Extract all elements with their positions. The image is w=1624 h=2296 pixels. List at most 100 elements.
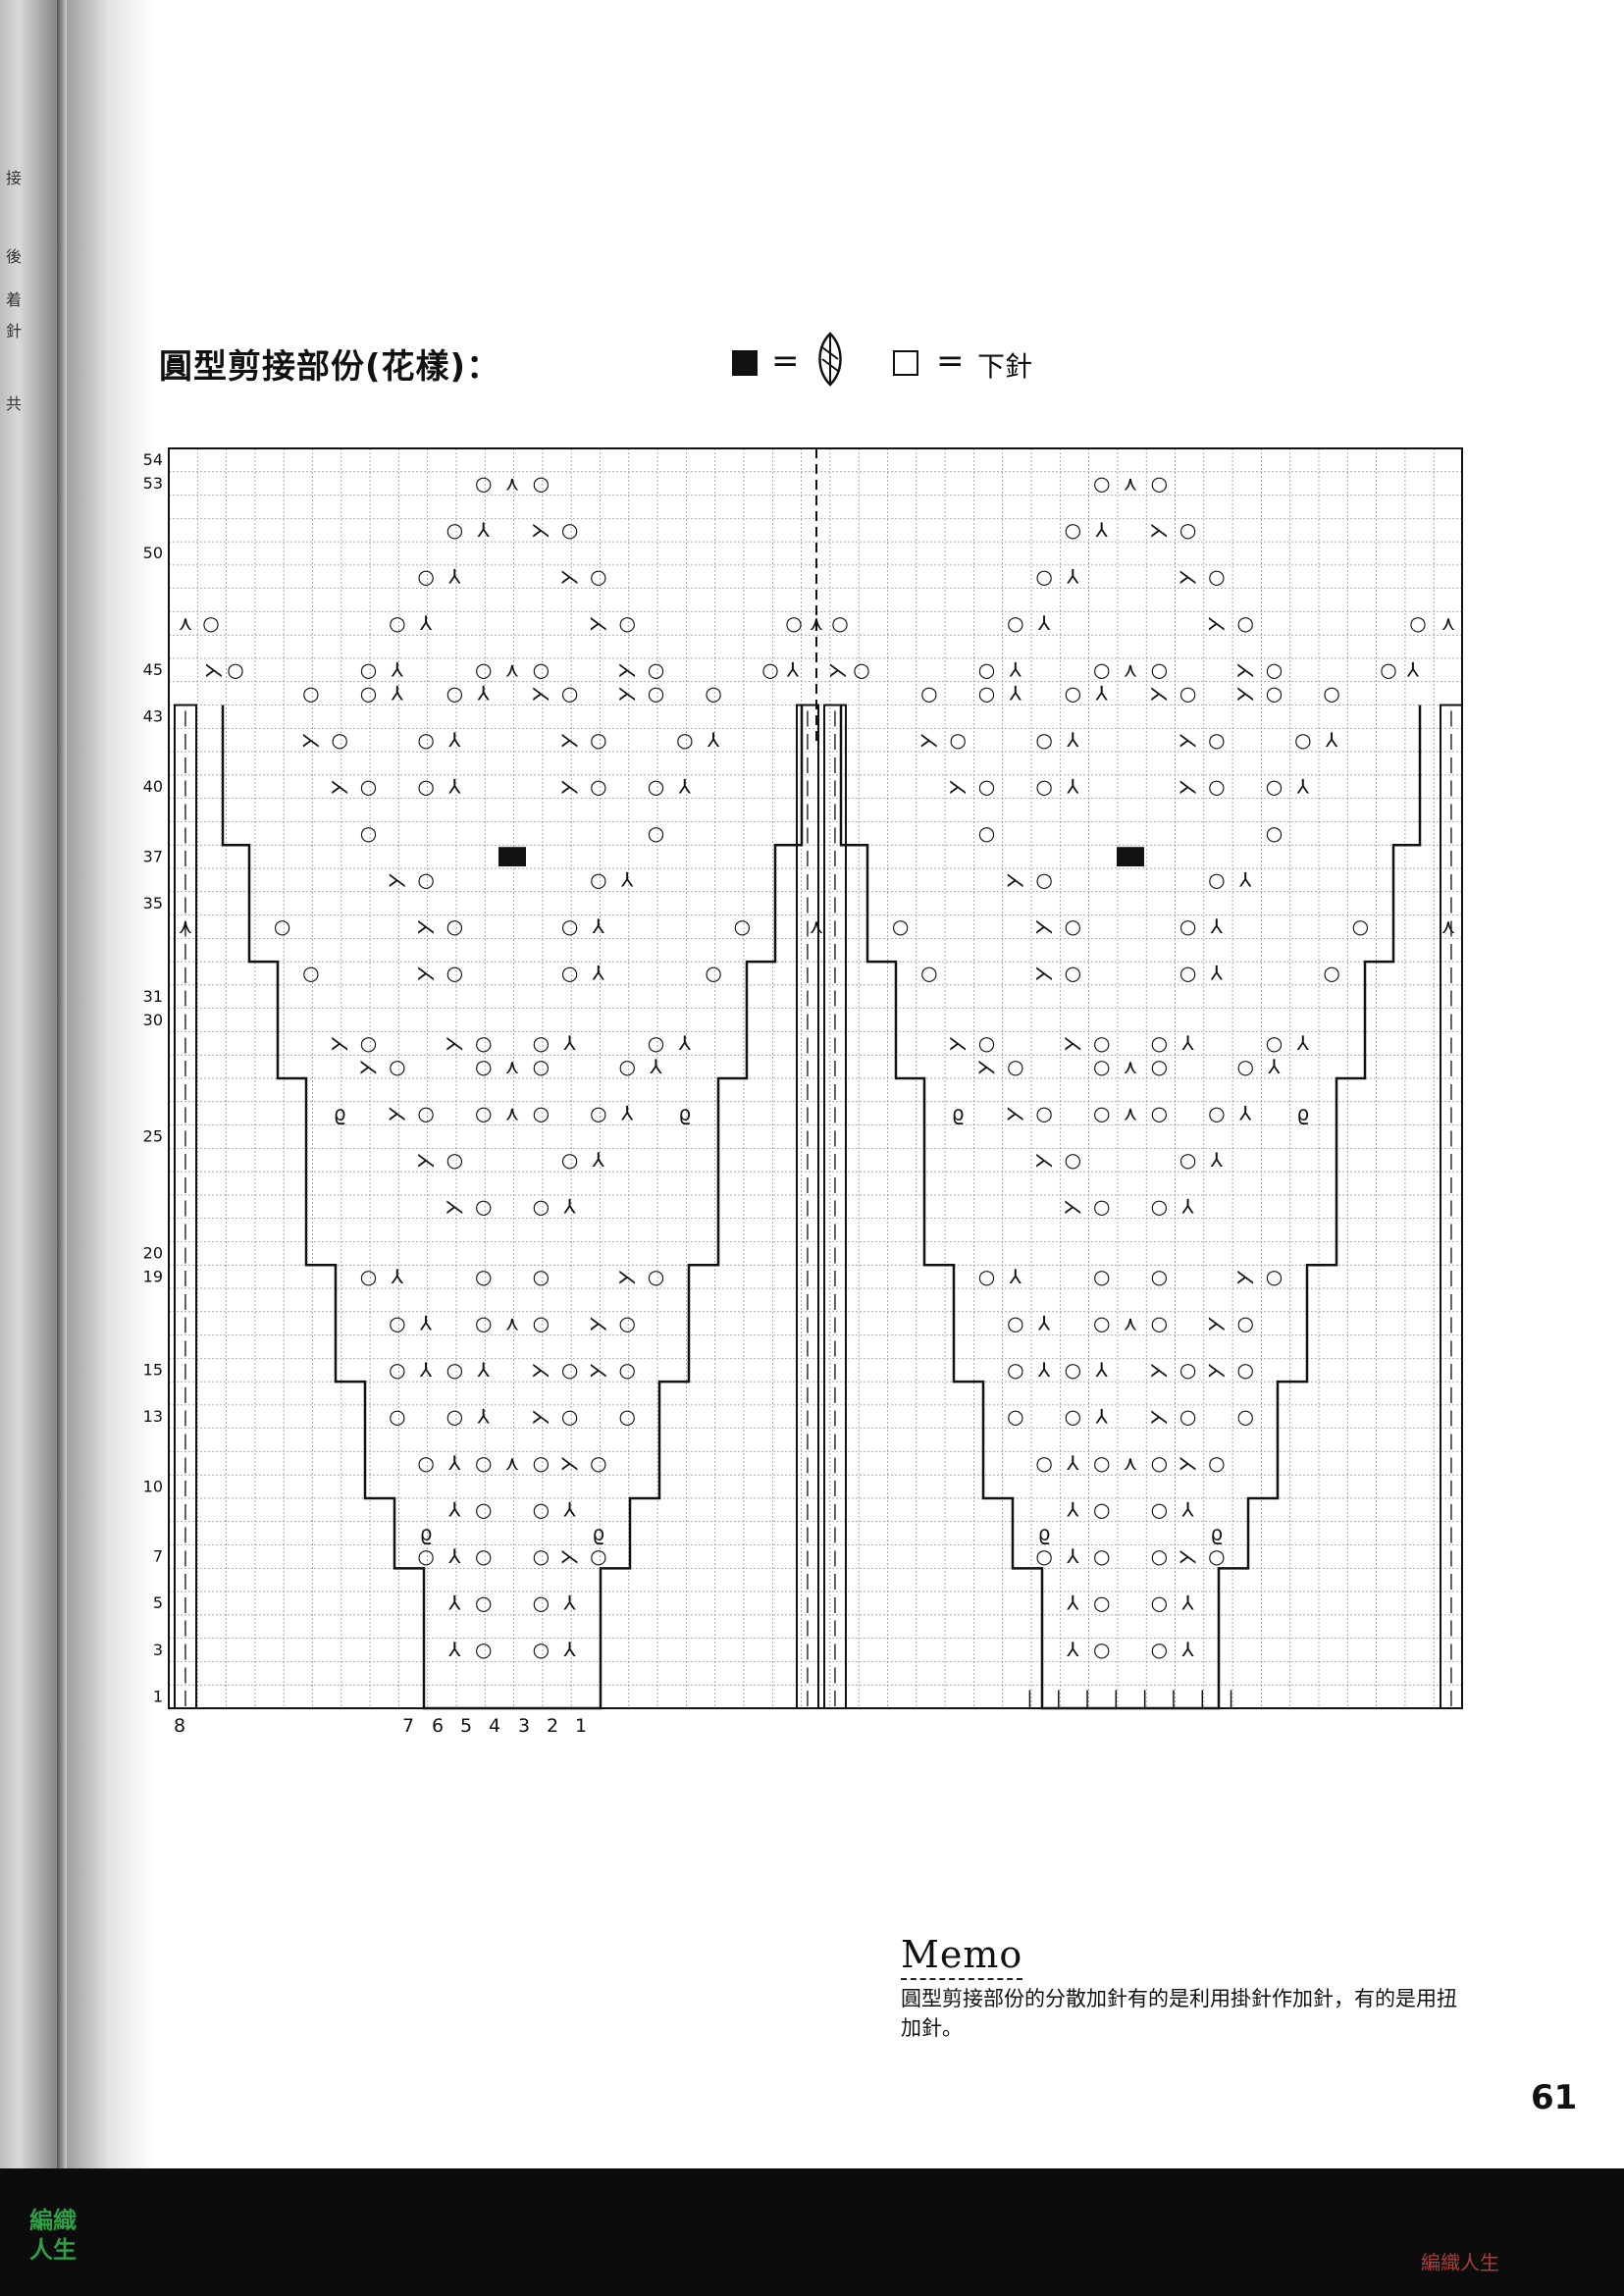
purl-mark: | — [805, 824, 810, 843]
stitch-symbol-yo: ○ — [949, 728, 966, 752]
stitch-symbol-yo: ○ — [1208, 868, 1225, 892]
stitch-symbol-yo: ○ — [360, 821, 377, 845]
column-number-label: 5 — [460, 1715, 472, 1737]
stitch-symbol-ssk: ⋋ — [560, 1544, 580, 1568]
purl-mark: | — [183, 1408, 187, 1427]
stitch-symbol-yo: ○ — [590, 1101, 606, 1124]
purl-mark: | — [1199, 1688, 1205, 1708]
purl-mark: | — [805, 1408, 810, 1427]
stitch-symbol-yo: ○ — [227, 658, 243, 682]
purl-mark: | — [1448, 1618, 1453, 1637]
purl-mark: | — [1448, 1525, 1453, 1543]
purl-mark: | — [832, 1034, 837, 1053]
stitch-symbol-yo: ○ — [1179, 1404, 1196, 1428]
purl-mark: | — [805, 1315, 810, 1333]
stitch-symbol-cdd: ⋏ — [1124, 471, 1138, 495]
purl-mark: | — [805, 1525, 810, 1543]
legend-equals-1: = — [771, 341, 800, 381]
column-number-label: 7 — [402, 1715, 414, 1737]
stitch-symbol-yo: ○ — [1065, 1358, 1081, 1382]
purl-mark: | — [1448, 1127, 1453, 1146]
stitch-symbol-yo: ○ — [446, 1148, 463, 1172]
stitch-symbol-k2tog: ⅄ — [1037, 611, 1051, 635]
stitch-symbol-yo: ○ — [446, 518, 463, 542]
purl-mark: | — [805, 731, 810, 750]
purl-mark: | — [832, 1058, 837, 1076]
stitch-symbol-yo: ○ — [1035, 774, 1052, 798]
stitch-symbol-yo: ○ — [590, 1544, 606, 1568]
purl-mark: | — [805, 895, 810, 913]
stitch-symbol-k2tog: ⅄ — [562, 1592, 576, 1615]
purl-mark: | — [805, 1081, 810, 1100]
column-number-label: 4 — [489, 1715, 500, 1737]
stitch-symbol-k2tog: ⅄ — [477, 681, 491, 704]
row-number-label: 30 — [143, 1011, 163, 1029]
stitch-symbol-yo: ○ — [561, 962, 578, 985]
filled-square-icon — [732, 350, 758, 376]
stitch-symbol-ssk: ⋋ — [330, 1031, 349, 1055]
stitch-symbol-yo: ○ — [1208, 1451, 1225, 1475]
stitch-symbol-ssk: ⋋ — [948, 774, 968, 798]
purl-mark: | — [832, 1384, 837, 1403]
stitch-symbol-cdd: ⋏ — [505, 471, 520, 495]
legend-knit-label: 下針 — [977, 350, 1033, 383]
stitch-symbol-yo: ○ — [1266, 1265, 1283, 1288]
stitch-symbol-k2tog: ⅄ — [1066, 728, 1079, 752]
stitch-symbol-ssk: ⋋ — [560, 774, 580, 798]
purl-mark: | — [832, 1618, 837, 1637]
purl-mark: | — [805, 1478, 810, 1496]
purl-mark: | — [1084, 1688, 1090, 1708]
stitch-symbol-ssk: ⋋ — [589, 1358, 608, 1382]
stitch-symbol-yo: ○ — [1065, 962, 1081, 985]
stitch-symbol-cdd: ⋏ — [1124, 1055, 1138, 1078]
purl-mark: | — [805, 988, 810, 1007]
stitch-symbol-yo: ○ — [1151, 471, 1168, 495]
row-number-label: 7 — [153, 1547, 163, 1566]
stitch-symbol-yo: ○ — [1151, 1101, 1168, 1124]
stitch-symbol-ssk: ⋋ — [617, 681, 637, 704]
stitch-symbol-ssk: ⋋ — [1235, 1265, 1255, 1288]
stitch-symbol-k2tog: ⅄ — [649, 1055, 662, 1078]
stitch-symbol-yo: ○ — [533, 1592, 550, 1615]
purl-mark: | — [1026, 1688, 1032, 1708]
stitch-symbol-yo: ○ — [533, 1194, 550, 1218]
purl-mark: | — [1448, 1058, 1453, 1076]
book-spine-shadow — [0, 0, 157, 2168]
stitch-symbol-k2tog: ⅄ — [786, 658, 800, 682]
stitch-symbol-ssk: ⋋ — [560, 728, 580, 752]
purl-mark: | — [183, 755, 187, 773]
purl-mark: | — [832, 1642, 837, 1660]
leaf-stitch-icon — [818, 332, 842, 387]
stitch-symbol-k2tog: ⅄ — [447, 1638, 461, 1661]
stitch-symbol-yo: ○ — [1093, 1592, 1110, 1615]
row-number-label: 3 — [153, 1641, 163, 1659]
purl-mark: | — [832, 1688, 837, 1706]
purl-mark: | — [183, 1127, 187, 1146]
stitch-symbol-cdd: ⋏ — [505, 1311, 520, 1334]
stitch-symbol-yo: ○ — [475, 1592, 492, 1615]
stitch-symbol-cdd: ⋏ — [505, 658, 520, 682]
stitch-symbol-k2tog: ⅄ — [1095, 518, 1109, 542]
stitch-symbol-yo: ○ — [446, 1358, 463, 1382]
stitch-symbol-yo: ○ — [274, 914, 290, 938]
stitch-symbol-k2tog: ⅄ — [1095, 1358, 1109, 1382]
purl-mark: | — [183, 1432, 187, 1450]
purl-mark: | — [805, 707, 810, 726]
stitch-symbol-yo: ○ — [1179, 518, 1196, 542]
stitch-symbol-yo: ○ — [533, 1055, 550, 1078]
stitch-symbol-yo: ○ — [475, 1031, 492, 1055]
stitch-symbol-yo: ○ — [1236, 611, 1253, 635]
knitting-chart: ||||||||||||||||||||||||||||||||||||||||… — [143, 447, 1463, 1737]
stitch-symbol-yo: ○ — [1380, 658, 1396, 682]
purl-mark: | — [1448, 1408, 1453, 1427]
stitch-symbol-yo: ○ — [360, 658, 377, 682]
purl-mark: | — [1448, 1478, 1453, 1496]
stitch-symbol-yo: ○ — [533, 1265, 550, 1288]
purl-mark: | — [805, 1642, 810, 1660]
column-number-label: 8 — [174, 1715, 185, 1737]
purl-mark: | — [805, 1291, 810, 1310]
stitch-symbol-k2tog: ⅄ — [391, 681, 404, 704]
purl-mark: | — [183, 1268, 187, 1286]
stitch-symbol-yo: ○ — [1007, 1404, 1023, 1428]
stitch-symbol-ssk: ⋋ — [1034, 1148, 1054, 1172]
